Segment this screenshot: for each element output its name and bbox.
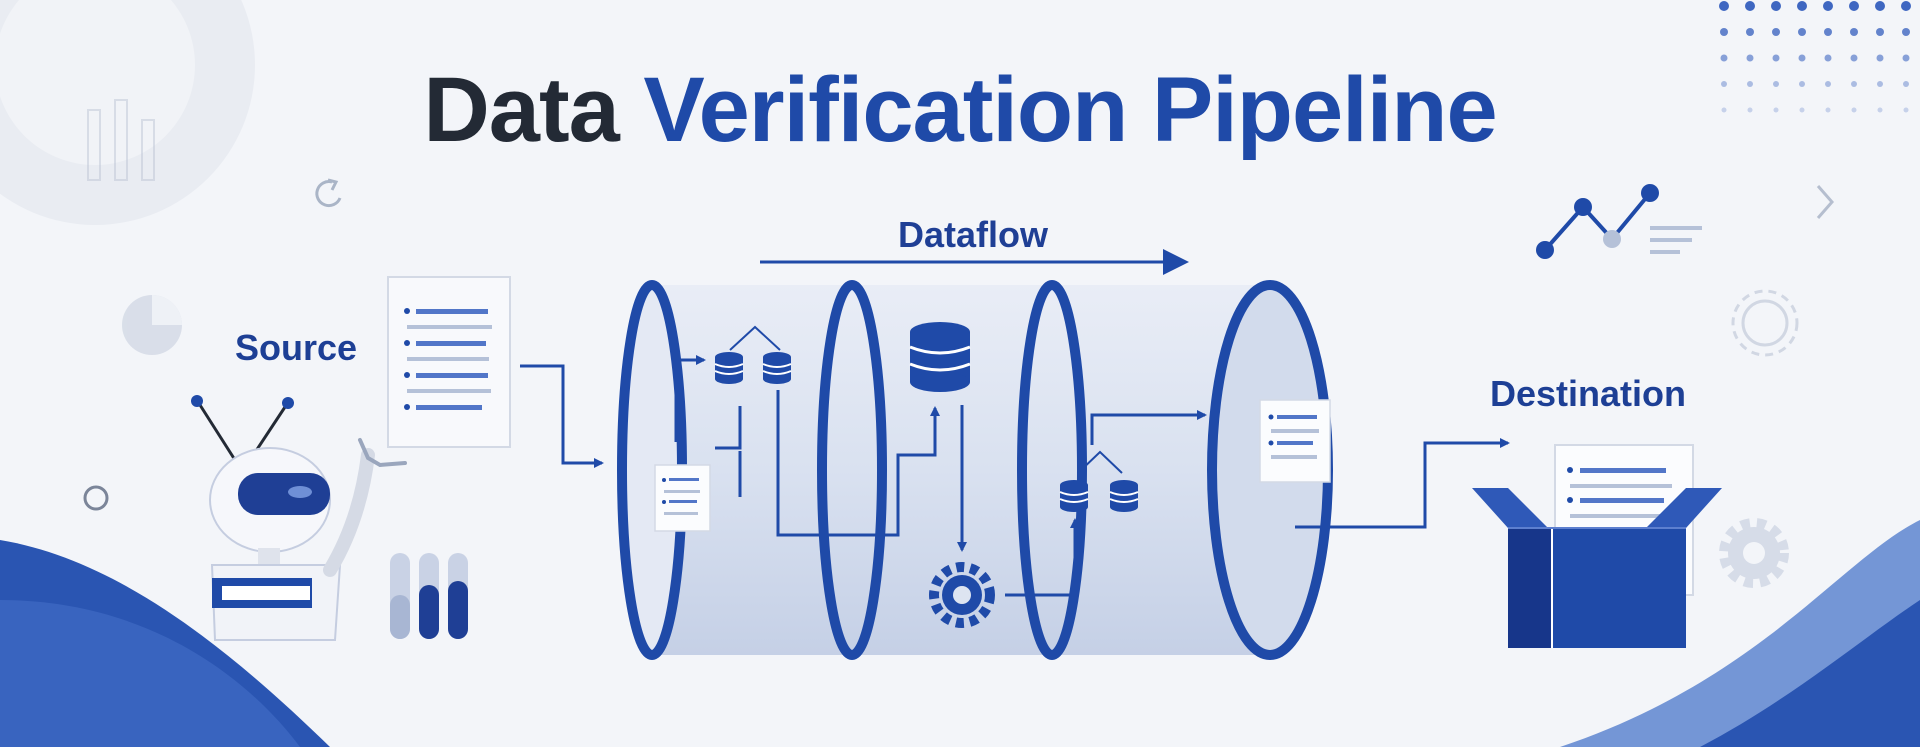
source-document-icon	[387, 276, 511, 448]
line-chart-icon	[1536, 184, 1702, 259]
gear-icon-small	[1719, 518, 1789, 588]
robot-icon	[191, 395, 407, 641]
open-box-icon	[1472, 444, 1722, 648]
pie-icon	[122, 295, 182, 355]
gear-outline-icon	[1731, 289, 1799, 357]
bar-graph-decoration	[87, 99, 155, 181]
database-icon-main	[908, 320, 972, 394]
wave-bottom-left-decoration	[0, 540, 330, 747]
pipeline-document-right	[1259, 399, 1331, 483]
dataflow-label: Dataflow	[898, 214, 1049, 255]
gear-icon	[929, 562, 995, 628]
source-label: Source	[235, 327, 358, 368]
bar-chart-icon	[390, 553, 468, 639]
title-part-1: Data	[423, 59, 619, 161]
source-to-pipeline-arrow	[520, 364, 604, 468]
destination-label: Destination	[1490, 373, 1687, 414]
title-part-2: Verification Pipeline	[643, 59, 1497, 161]
pipeline-internals	[674, 325, 1510, 597]
page-title: Data Verification Pipeline	[0, 58, 1920, 163]
chevron-right-icon	[1816, 185, 1834, 219]
wave-bottom-right-decoration	[1560, 520, 1920, 747]
dot-grid-decoration	[1719, 1, 1911, 113]
pipeline-document-left	[654, 464, 711, 532]
ring-icon	[83, 485, 109, 511]
refresh-icon	[315, 178, 342, 208]
